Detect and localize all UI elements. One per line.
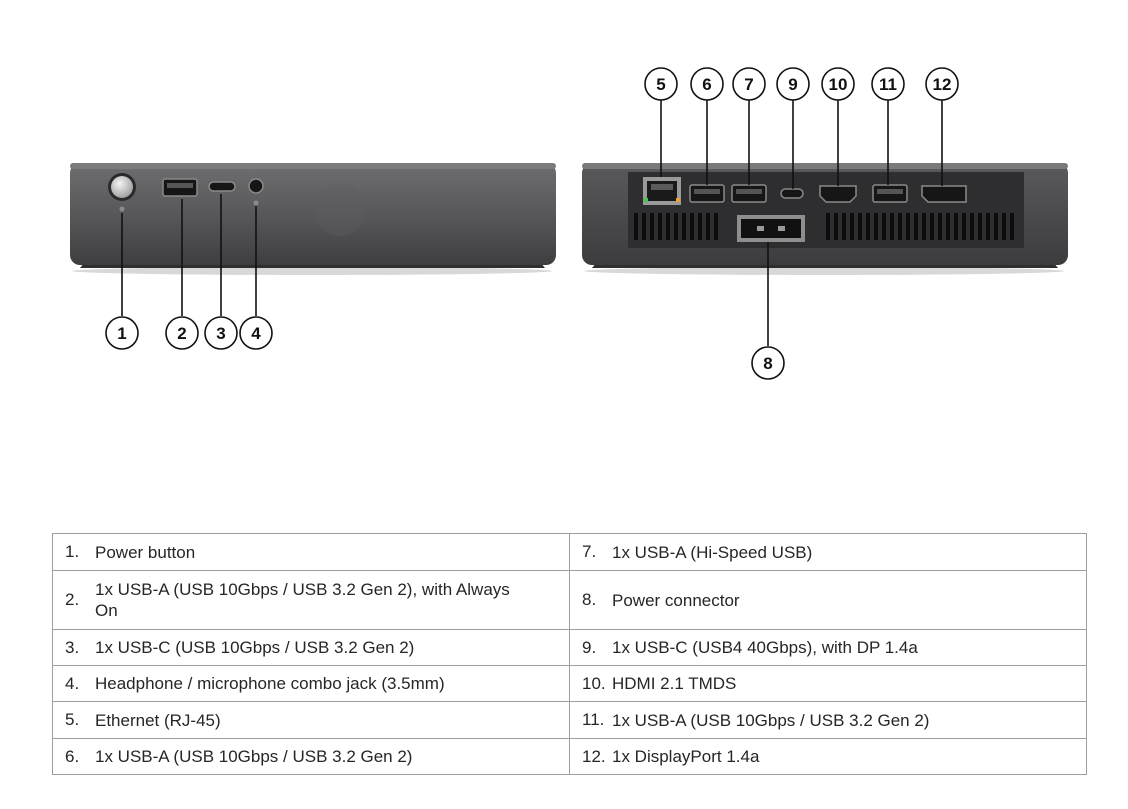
power-button-icon bbox=[108, 173, 136, 212]
item-description: 1x USB-A (USB 10Gbps / USB 3.2 Gen 2), w… bbox=[95, 580, 510, 620]
item-description: Ethernet (RJ-45) bbox=[95, 710, 221, 730]
callout-8: 8 bbox=[751, 346, 785, 380]
callout-10: 10 bbox=[821, 67, 855, 101]
table-cell: 11. 1x USB-A (USB 10Gbps / USB 3.2 Gen 2) bbox=[569, 701, 1087, 739]
table-row: 4. Headphone / microphone combo jack (3.5… bbox=[52, 665, 1087, 702]
item-number: 10. bbox=[582, 673, 606, 693]
rear-device: 5 6 7 9 10 11 12 8 bbox=[582, 67, 1068, 380]
item-description: 1x USB-A (USB 10Gbps / USB 3.2 Gen 2) bbox=[612, 710, 930, 730]
item-number: 3. bbox=[65, 637, 80, 657]
usb-a-port-icon bbox=[689, 184, 725, 203]
table-cell: 6. 1x USB-A (USB 10Gbps / USB 3.2 Gen 2) bbox=[52, 738, 570, 775]
vent-left-icon bbox=[634, 213, 718, 240]
callout-1: 1 bbox=[105, 316, 139, 350]
item-number: 2. bbox=[65, 590, 80, 609]
item-number: 6. bbox=[65, 746, 80, 766]
table-cell: 8. Power connector bbox=[569, 570, 1087, 630]
table-row: 6.1x USB-A (USB 10Gbps / USB 3.2 Gen 2) … bbox=[52, 738, 1087, 775]
item-number: 11. bbox=[582, 710, 605, 729]
callout-4: 4 bbox=[239, 316, 273, 350]
item-description: 1x USB-C (USB 10Gbps / USB 3.2 Gen 2) bbox=[95, 638, 415, 657]
svg-text:1: 1 bbox=[117, 324, 126, 343]
item-number: 5. bbox=[65, 710, 80, 729]
svg-text:3: 3 bbox=[216, 324, 225, 343]
vent-right-icon bbox=[826, 213, 1014, 240]
table-row: 2. 1x USB-A (USB 10Gbps / USB 3.2 Gen 2),… bbox=[52, 570, 1087, 630]
table-cell: 12. 1x DisplayPort 1.4a bbox=[569, 738, 1087, 775]
port-spec-table: 1. Power button 7. 1x USB-A (Hi-Speed USB)… bbox=[52, 533, 1087, 775]
usb-c-port-icon bbox=[208, 181, 236, 192]
svg-text:11: 11 bbox=[879, 75, 897, 94]
table-row: 3.1x USB-C (USB 10Gbps / USB 3.2 Gen 2) … bbox=[52, 629, 1087, 666]
item-number: 8. bbox=[582, 590, 597, 609]
svg-text:9: 9 bbox=[788, 75, 797, 94]
item-description: 1x DisplayPort 1.4a bbox=[612, 747, 760, 766]
displayport-port-icon bbox=[921, 185, 967, 203]
usb-a-port-icon bbox=[872, 184, 908, 203]
item-description: Headphone / microphone combo jack (3.5mm… bbox=[95, 674, 445, 693]
callout-2: 2 bbox=[165, 316, 199, 350]
svg-text:4: 4 bbox=[251, 324, 261, 343]
power-connector-icon bbox=[737, 215, 805, 242]
svg-text:7: 7 bbox=[744, 75, 753, 94]
svg-text:8: 8 bbox=[763, 354, 772, 373]
table-cell: 10. HDMI 2.1 TMDS bbox=[569, 665, 1087, 702]
table-row: 5. Ethernet (RJ-45) 11. 1x USB-A (USB 10Gb… bbox=[52, 701, 1087, 739]
callout-5: 5 bbox=[644, 67, 678, 101]
item-number: 12. bbox=[582, 746, 606, 766]
item-description: Power connector bbox=[612, 590, 740, 610]
item-description: 1x USB-A (USB 10Gbps / USB 3.2 Gen 2) bbox=[95, 747, 413, 766]
callout-6: 6 bbox=[690, 67, 724, 101]
callout-9: 9 bbox=[776, 67, 810, 101]
item-description: 1x USB-A (Hi-Speed USB) bbox=[612, 542, 813, 562]
callout-11: 11 bbox=[871, 67, 905, 101]
callout-3: 3 bbox=[204, 316, 238, 350]
table-row: 1. Power button 7. 1x USB-A (Hi-Speed USB) bbox=[52, 533, 1087, 571]
table-cell: 1. Power button bbox=[52, 533, 570, 571]
callout-7: 7 bbox=[732, 67, 766, 101]
table-cell: 3. 1x USB-C (USB 10Gbps / USB 3.2 Gen 2) bbox=[52, 629, 570, 666]
svg-text:5: 5 bbox=[656, 75, 665, 94]
item-description: Power button bbox=[95, 542, 196, 562]
callout-12: 12 bbox=[925, 67, 959, 101]
table-cell: 9. 1x USB-C (USB4 40Gbps), with DP 1.4a bbox=[569, 629, 1087, 666]
svg-text:10: 10 bbox=[829, 75, 848, 94]
usb-c-port-icon bbox=[780, 188, 804, 199]
hdmi-port-icon bbox=[819, 185, 857, 203]
front-device: 1 2 3 4 bbox=[70, 163, 556, 350]
table-cell: 5. Ethernet (RJ-45) bbox=[52, 701, 570, 739]
table-cell: 7. 1x USB-A (Hi-Speed USB) bbox=[569, 533, 1087, 571]
usb-a-port-icon bbox=[162, 178, 198, 197]
item-description: 1x USB-C (USB4 40Gbps), with DP 1.4a bbox=[612, 638, 918, 657]
item-number: 9. bbox=[582, 637, 597, 657]
port-diagram: 1 2 3 4 bbox=[70, 67, 1068, 380]
item-number: 1. bbox=[65, 542, 80, 561]
item-number: 7. bbox=[582, 542, 597, 561]
svg-text:12: 12 bbox=[933, 75, 952, 94]
audio-jack-icon bbox=[248, 178, 264, 206]
table-cell: 4. Headphone / microphone combo jack (3.5… bbox=[52, 665, 570, 702]
item-number: 4. bbox=[65, 673, 80, 693]
table-cell: 2. 1x USB-A (USB 10Gbps / USB 3.2 Gen 2),… bbox=[52, 570, 570, 630]
svg-text:6: 6 bbox=[702, 75, 711, 94]
svg-text:2: 2 bbox=[177, 324, 186, 343]
ethernet-port-icon bbox=[643, 177, 681, 205]
item-description: HDMI 2.1 TMDS bbox=[612, 674, 737, 693]
usb-a-port-icon bbox=[731, 184, 767, 203]
